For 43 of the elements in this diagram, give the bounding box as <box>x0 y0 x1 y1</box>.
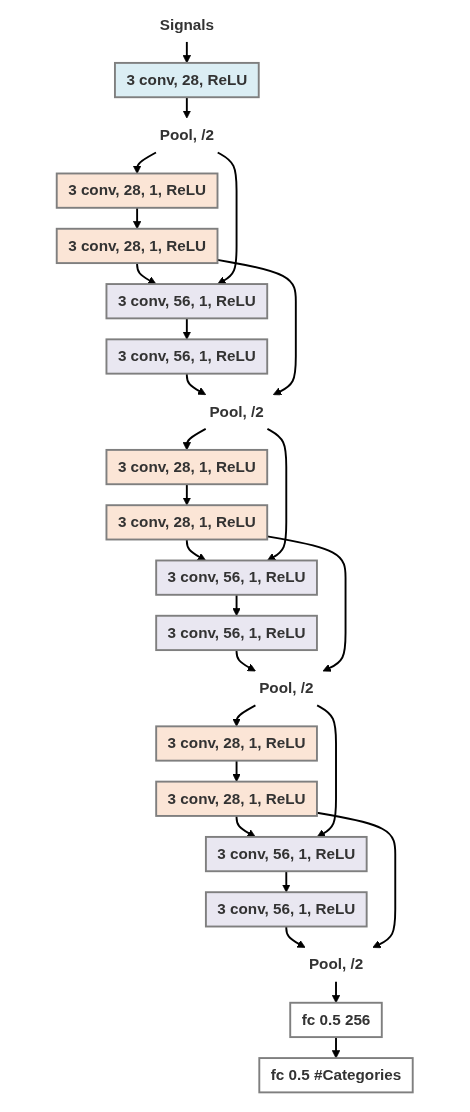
arrow <box>316 811 397 949</box>
arrow <box>133 151 158 174</box>
arrow <box>186 538 207 561</box>
arrow <box>136 262 157 285</box>
node-box: 3 conv, 56, 1, ReLU <box>155 614 319 652</box>
node-box: fc 0.5 #Categories <box>258 1057 414 1094</box>
node-text: Pool, /2 <box>309 956 364 973</box>
node-box: 3 conv, 56, 1, ReLU <box>205 835 368 873</box>
node-text: Pool, /2 <box>259 679 314 696</box>
arrow <box>266 428 288 561</box>
node-text: Pool, /2 <box>209 403 264 420</box>
node-box: 3 conv, 28, 1, ReLU <box>155 725 319 762</box>
arrow <box>332 1036 341 1059</box>
arrow <box>182 483 192 506</box>
node-text: Pool, /2 <box>159 126 215 143</box>
arrow <box>232 704 257 727</box>
node-box: 3 conv, 28, 1, ReLU <box>105 504 269 541</box>
arrow <box>232 593 241 617</box>
node-box: fc 0.5 256 <box>289 1001 383 1039</box>
arrow <box>235 815 257 838</box>
arrow <box>332 980 341 1004</box>
arrow <box>282 870 291 893</box>
node-box: 3 conv, 56, 1, ReLU <box>105 338 269 375</box>
arrow <box>182 41 192 64</box>
arrow <box>235 649 257 672</box>
node-box: 3 conv, 28, ReLU <box>114 61 260 99</box>
node-box: 3 conv, 28, 1, ReLU <box>155 780 319 817</box>
arrow <box>285 925 306 948</box>
arrow <box>186 372 207 395</box>
node-box: 3 conv, 56, 1, ReLU <box>155 559 319 596</box>
arrow <box>182 96 192 119</box>
arrow <box>182 317 192 340</box>
node-box: 3 conv, 56, 1, ReLU <box>205 891 368 928</box>
node-box: 3 conv, 56, 1, ReLU <box>105 283 269 320</box>
node-box: 3 conv, 28, 1, ReLU <box>56 172 219 209</box>
arrow <box>316 704 338 838</box>
arrow <box>133 206 142 230</box>
node-box: 3 conv, 28, 1, ReLU <box>56 227 219 265</box>
arrow <box>182 428 207 451</box>
arrow <box>232 759 241 782</box>
arrow <box>217 151 238 285</box>
node-text: Signals <box>159 16 215 33</box>
node-box: 3 conv, 28, 1, ReLU <box>105 448 269 486</box>
